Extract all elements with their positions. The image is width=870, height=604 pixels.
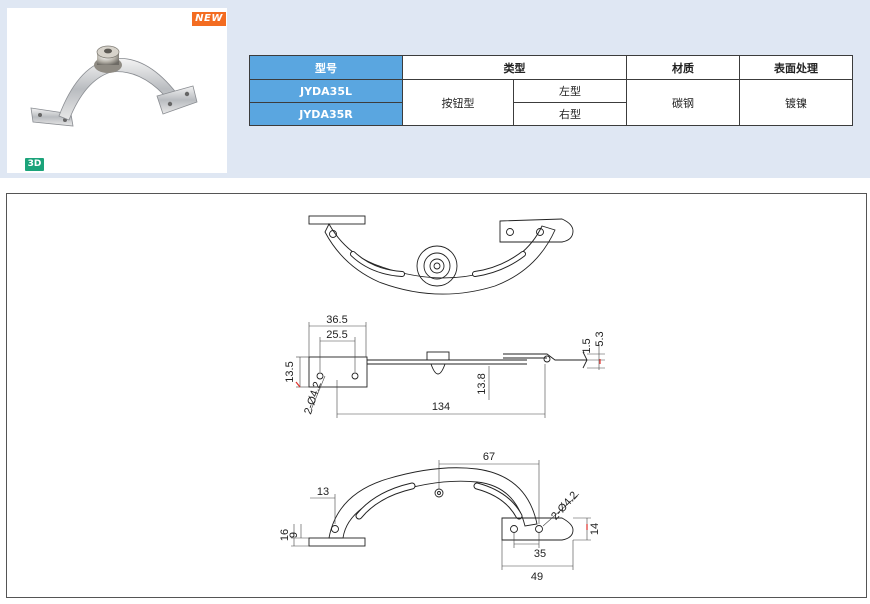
header-material: 材质 (626, 55, 740, 80)
dim-134: 134 (432, 401, 450, 413)
dim-13-8: 13.8 (476, 373, 488, 394)
dim-67: 67 (483, 451, 495, 463)
dim-5-3: 5.3 (594, 331, 606, 346)
top-view (308, 215, 574, 295)
3d-badge: 3D (25, 158, 44, 171)
spec-table: 型号 类型 材质 表面处理 JYDA35L 按钮型 左型 碳钢 镀镍 JYDA3… (249, 55, 853, 126)
dim-hole-bottom: 2-Ø4.2 (549, 489, 580, 522)
header-surface: 表面处理 (739, 55, 853, 80)
side-view (308, 351, 588, 388)
type-main-cell: 按钮型 (402, 79, 514, 126)
dim-49: 49 (531, 571, 543, 583)
material-cell: 碳钢 (626, 79, 740, 126)
model-right: JYDA35R (249, 102, 403, 126)
hinge-photo-image (30, 45, 198, 127)
type-right-cell: 右型 (513, 102, 627, 126)
dim-14: 14 (589, 523, 601, 535)
dim-13: 13 (317, 486, 329, 498)
dim-25-5: 25.5 (326, 329, 347, 341)
header-model: 型号 (249, 55, 403, 80)
header-type: 类型 (402, 55, 627, 80)
new-badge: NEW (192, 12, 226, 26)
model-left: JYDA35L (249, 79, 403, 103)
technical-drawing: 36.5 25.5 134 1.5 5.3 13.5 2-Ø4.2 13.8 6… (6, 193, 867, 598)
dim-9: 9 (288, 532, 300, 538)
surface-cell: 镀镍 (739, 79, 853, 126)
type-left-cell: 左型 (513, 79, 627, 103)
dim-35: 35 (534, 548, 546, 560)
dim-36-5: 36.5 (326, 314, 347, 326)
dim-hole-side: 2-Ø4.2 (302, 380, 324, 416)
dim-16: 16 (279, 529, 291, 541)
dim-13-5: 13.5 (284, 361, 296, 382)
bottom-view (308, 467, 574, 547)
dim-1-5: 1.5 (581, 338, 593, 353)
product-photo: 3D (7, 8, 227, 173)
drawing-canvas: 36.5 25.5 134 1.5 5.3 13.5 2-Ø4.2 13.8 6… (279, 215, 606, 583)
